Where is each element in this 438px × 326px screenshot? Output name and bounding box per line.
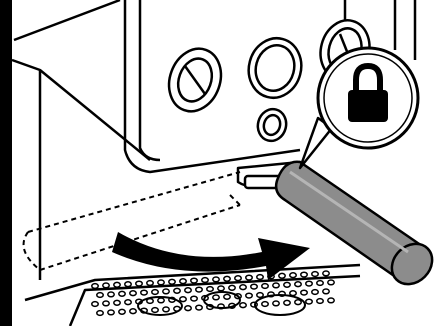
drip-hole [224, 276, 230, 281]
drip-hole [312, 272, 318, 277]
drip-hole [136, 281, 142, 286]
drip-hole [125, 282, 131, 287]
drip-hole [301, 290, 307, 295]
drip-hole [229, 285, 235, 290]
drip-hole [119, 309, 125, 314]
drip-hole [328, 298, 334, 303]
drip-hole [207, 287, 213, 292]
drip-hole [213, 295, 219, 300]
dial-middle [242, 32, 308, 103]
drip-hole [240, 303, 246, 308]
lock-callout-badge [300, 48, 418, 168]
drip-hole [262, 284, 268, 289]
drip-hole [130, 309, 136, 314]
drip-hole [108, 310, 114, 315]
drip-hole [180, 297, 186, 302]
drip-hole [218, 286, 224, 291]
drip-hole [108, 292, 114, 297]
drip-hole [114, 300, 120, 305]
drip-hole [185, 288, 191, 293]
drip-hole [174, 288, 180, 293]
drip-hole [92, 284, 98, 289]
drip-hole [202, 278, 208, 283]
drip-hole [158, 280, 164, 285]
drip-hole [262, 302, 268, 307]
drip-hole [317, 299, 323, 304]
drip-hole [295, 300, 301, 305]
drip-hole [152, 308, 158, 313]
drip-hole [180, 279, 186, 284]
drip-hole [163, 307, 169, 312]
drip-hole [114, 282, 120, 287]
drip-hole [103, 283, 109, 288]
drip-hole [213, 277, 219, 282]
drip-hole [92, 302, 98, 307]
drip-hole [185, 306, 191, 311]
drip-hole [295, 282, 301, 287]
drip-hole [235, 276, 241, 281]
drip-hole [251, 284, 257, 289]
drip-hole [257, 293, 263, 298]
small-button [254, 106, 289, 144]
drip-hole [191, 278, 197, 283]
drip-hole [306, 281, 312, 286]
drip-hole [306, 299, 312, 304]
drip-hole [290, 273, 296, 278]
portafilter-handle [276, 162, 438, 292]
drip-hole [103, 301, 109, 306]
drip-hole [328, 280, 334, 285]
drip-hole [312, 290, 318, 295]
drip-hole [284, 300, 290, 305]
drip-hole [279, 273, 285, 278]
drip-hole [191, 296, 197, 301]
drip-hole [284, 282, 290, 287]
drip-hole [125, 300, 131, 305]
drip-hole [273, 283, 279, 288]
drip-hole [301, 272, 307, 277]
drip-hole [97, 311, 103, 316]
drip-hole [246, 293, 252, 298]
drip-hole [147, 281, 153, 286]
drip-hole [130, 291, 136, 296]
machine-side-panel [12, 0, 150, 280]
dial-left [161, 41, 230, 118]
left-border [0, 0, 12, 326]
drip-hole [196, 305, 202, 310]
drip-hole [257, 275, 263, 280]
drip-hole [169, 279, 175, 284]
drip-hole [97, 293, 103, 298]
drip-hole [119, 291, 125, 296]
drip-hole [141, 290, 147, 295]
drip-hole [273, 301, 279, 306]
drip-hole [224, 294, 230, 299]
drip-hole [158, 298, 164, 303]
drip-hole [290, 291, 296, 296]
drip-hole [246, 275, 252, 280]
drip-hole [323, 289, 329, 294]
drip-hole [152, 290, 158, 295]
drip-hole [196, 287, 202, 292]
drip-hole [323, 271, 329, 276]
drip-hole [240, 285, 246, 290]
drip-hole [317, 281, 323, 286]
drip-tray [25, 265, 360, 326]
drip-hole [163, 289, 169, 294]
